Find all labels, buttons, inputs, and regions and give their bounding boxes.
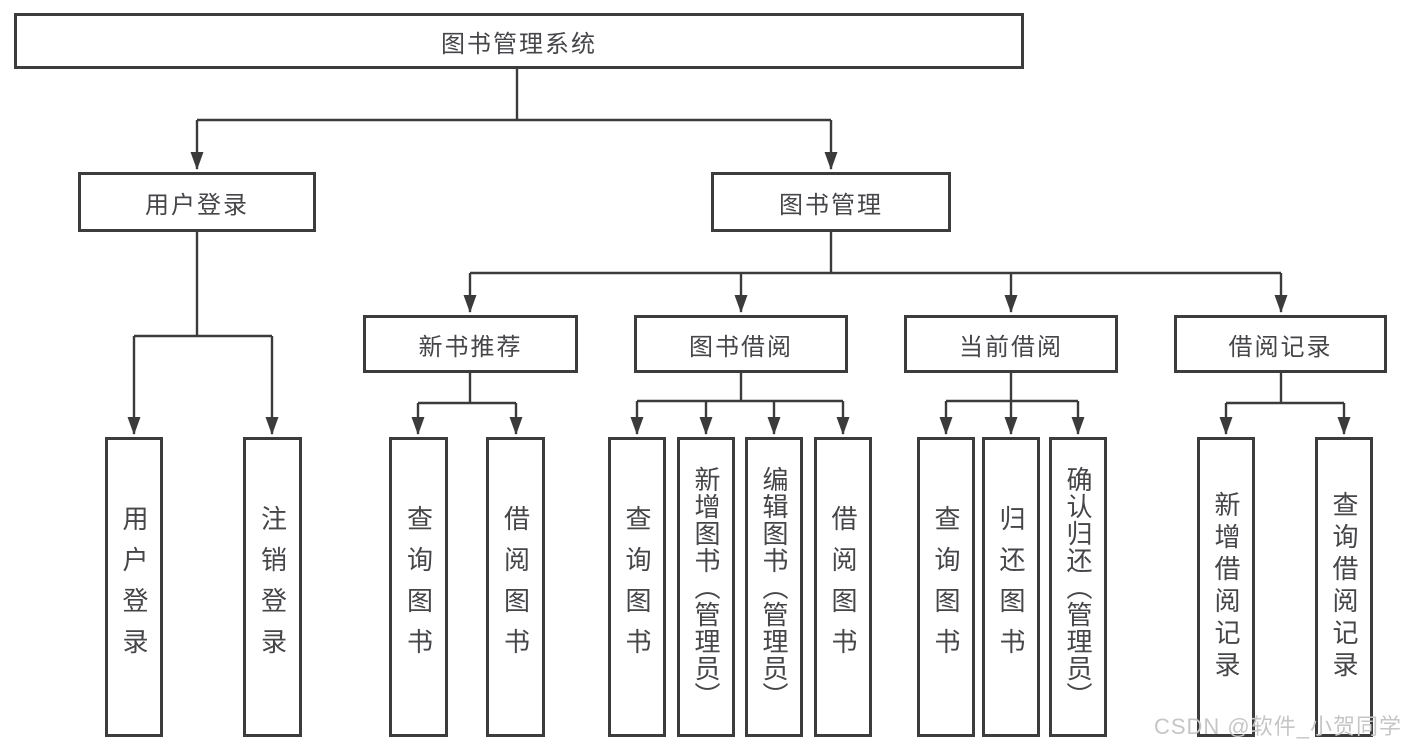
csdn-watermark: CSDN @软件_小贺同学	[1153, 714, 1402, 739]
node-current-borrowing: 当前借阅	[904, 315, 1118, 373]
leaf-query-books-current: 查询图书	[917, 437, 975, 737]
leaf-query-books-recommend: 查询图书	[389, 437, 448, 737]
leaf-borrow-books-recommend: 借阅图书	[486, 437, 545, 737]
leaf-edit-book-admin: 编辑图书（管理员）	[745, 437, 803, 737]
node-root: 图书管理系统	[14, 13, 1024, 69]
node-book-borrowing: 图书借阅	[634, 315, 848, 373]
leaf-add-book-admin: 新增图书（管理员）	[677, 437, 735, 737]
leaf-logout: 注销登录	[243, 437, 302, 737]
leaf-return-books: 归还图书	[982, 437, 1040, 737]
leaf-query-books-borrow: 查询图书	[608, 437, 666, 737]
leaf-query-borrow-record: 查询借阅记录	[1315, 437, 1373, 737]
node-user-login: 用户登录	[78, 172, 316, 232]
leaf-borrow-books: 借阅图书	[814, 437, 872, 737]
node-book-management: 图书管理	[711, 172, 951, 232]
node-new-book-recommend: 新书推荐	[363, 315, 578, 373]
leaf-add-borrow-record: 新增借阅记录	[1197, 437, 1255, 737]
leaf-confirm-return-admin: 确认归还（管理员）	[1049, 437, 1107, 737]
leaf-user-login: 用户登录	[105, 437, 163, 737]
node-borrowing-records: 借阅记录	[1174, 315, 1387, 373]
